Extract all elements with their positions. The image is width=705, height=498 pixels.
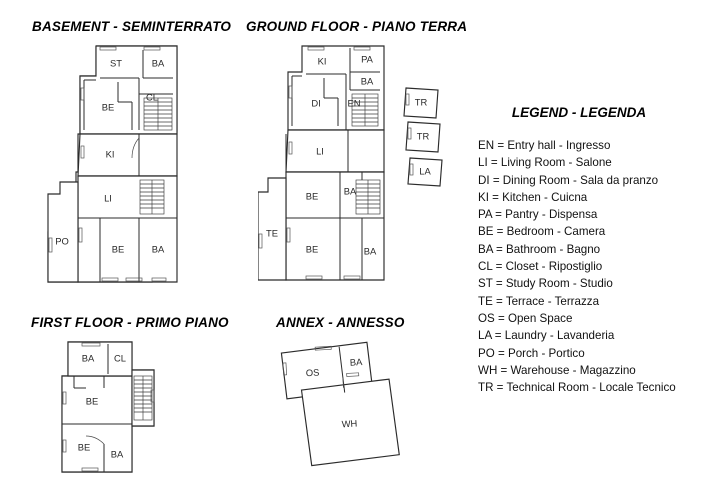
stair-ground-lower bbox=[355, 179, 381, 215]
legend-entry: DI = Dining Room - Sala da pranzo bbox=[478, 173, 659, 187]
room-label-ba-g1: BA bbox=[361, 75, 374, 86]
room-label-di: DI bbox=[311, 97, 320, 108]
legend-entry: EN = Entry hall - Ingresso bbox=[478, 139, 611, 152]
room-label-li-g: LI bbox=[316, 145, 324, 156]
legend-entry: PO = Porch - Portico bbox=[478, 346, 585, 360]
floor-plan-annex: OS BA WH bbox=[280, 341, 400, 467]
room-label-ba-f1: BA bbox=[82, 352, 95, 363]
stair-first-floor bbox=[133, 375, 153, 421]
room-label-be-1: BE bbox=[102, 101, 115, 112]
legend-title: LEGEND - LEGENDA bbox=[511, 105, 647, 120]
legend-entry: CL = Closet - Ripostiglio bbox=[478, 260, 603, 274]
stair-ground-entry bbox=[351, 93, 379, 127]
room-label-la: LA bbox=[419, 165, 431, 176]
openings-basement bbox=[48, 46, 167, 282]
room-label-wh: WH bbox=[341, 417, 357, 429]
legend-entry: OS = Open Space bbox=[478, 311, 573, 325]
room-label-be-2: BE bbox=[112, 243, 125, 254]
legend-entry: LA = Laundry - Lavanderia bbox=[478, 329, 615, 343]
plan-title-first-floor: FIRST FLOOR - PRIMO PIANO bbox=[31, 315, 229, 330]
stair-basement-upper bbox=[143, 97, 173, 131]
room-label-tr-2: TR bbox=[417, 130, 430, 141]
room-label-ba-g2: BA bbox=[344, 185, 357, 196]
legend-entry: BA = Bathroom - Bagno bbox=[478, 242, 601, 256]
room-label-be-g1: BE bbox=[306, 190, 319, 201]
legend-panel: LEGEND - LEGENDA EN = Entry hall - Ingre… bbox=[470, 105, 702, 396]
outbuildings-ground: TR TR LA bbox=[403, 87, 443, 187]
plan-title-annex: ANNEX - ANNESSO bbox=[276, 315, 405, 330]
legend-entry: BE = Bedroom - Camera bbox=[478, 225, 606, 239]
stair-basement-lower bbox=[139, 179, 165, 215]
room-label-cl-f: CL bbox=[114, 352, 126, 363]
floor-plan-first: BA CL BE BE BA bbox=[61, 341, 155, 473]
openings-first bbox=[62, 342, 155, 472]
legend-entry: WH = Warehouse - Magazzino bbox=[478, 363, 636, 377]
room-label-be-f2: BE bbox=[78, 441, 91, 452]
room-label-li: LI bbox=[104, 192, 112, 203]
legend-entry: ST = Study Room - Studio bbox=[478, 277, 613, 291]
room-label-ba-1: BA bbox=[152, 57, 165, 68]
room-label-ki: KI bbox=[106, 148, 115, 159]
room-label-en: EN bbox=[347, 97, 360, 108]
room-label-te: TE bbox=[266, 227, 278, 238]
room-label-ba-g3: BA bbox=[364, 245, 377, 256]
room-label-st: ST bbox=[110, 57, 122, 68]
room-label-ki-g: KI bbox=[318, 55, 327, 66]
room-label-cl: CL bbox=[146, 91, 158, 102]
room-label-be-f1: BE bbox=[86, 395, 99, 406]
legend-entry: TR = Technical Room - Locale Tecnico bbox=[478, 381, 676, 395]
room-label-os: OS bbox=[305, 366, 319, 378]
room-label-ba-2: BA bbox=[152, 243, 165, 254]
room-label-ba-a: BA bbox=[349, 356, 363, 368]
legend-entry: KI = Kitchen - Cuicna bbox=[478, 190, 588, 204]
legend-list: EN = Entry hall - Ingresso LI = Living R… bbox=[470, 137, 702, 396]
floor-plan-basement: ST BA BE CL KI LI PO BE BA bbox=[47, 45, 178, 283]
legend-entry: LI = Living Room - Salone bbox=[478, 156, 612, 170]
room-label-ba-f2: BA bbox=[111, 448, 124, 459]
legend-entry: PA = Pantry - Dispensa bbox=[478, 208, 598, 222]
room-label-po: PO bbox=[55, 235, 69, 246]
plan-title-ground-floor: GROUND FLOOR - PIANO TERRA bbox=[246, 19, 468, 34]
openings-ground bbox=[258, 46, 371, 280]
room-label-be-g2: BE bbox=[306, 243, 319, 254]
floor-plan-ground: KI PA BA DI EN LI BE BA TE BE BA TR TR L… bbox=[258, 45, 443, 281]
room-label-pa: PA bbox=[361, 53, 374, 64]
legend-entry: TE = Terrace - Terrazza bbox=[478, 294, 600, 308]
room-label-tr-1: TR bbox=[415, 96, 428, 107]
plan-title-basement: BASEMENT - SEMINTERRATO bbox=[32, 19, 232, 34]
